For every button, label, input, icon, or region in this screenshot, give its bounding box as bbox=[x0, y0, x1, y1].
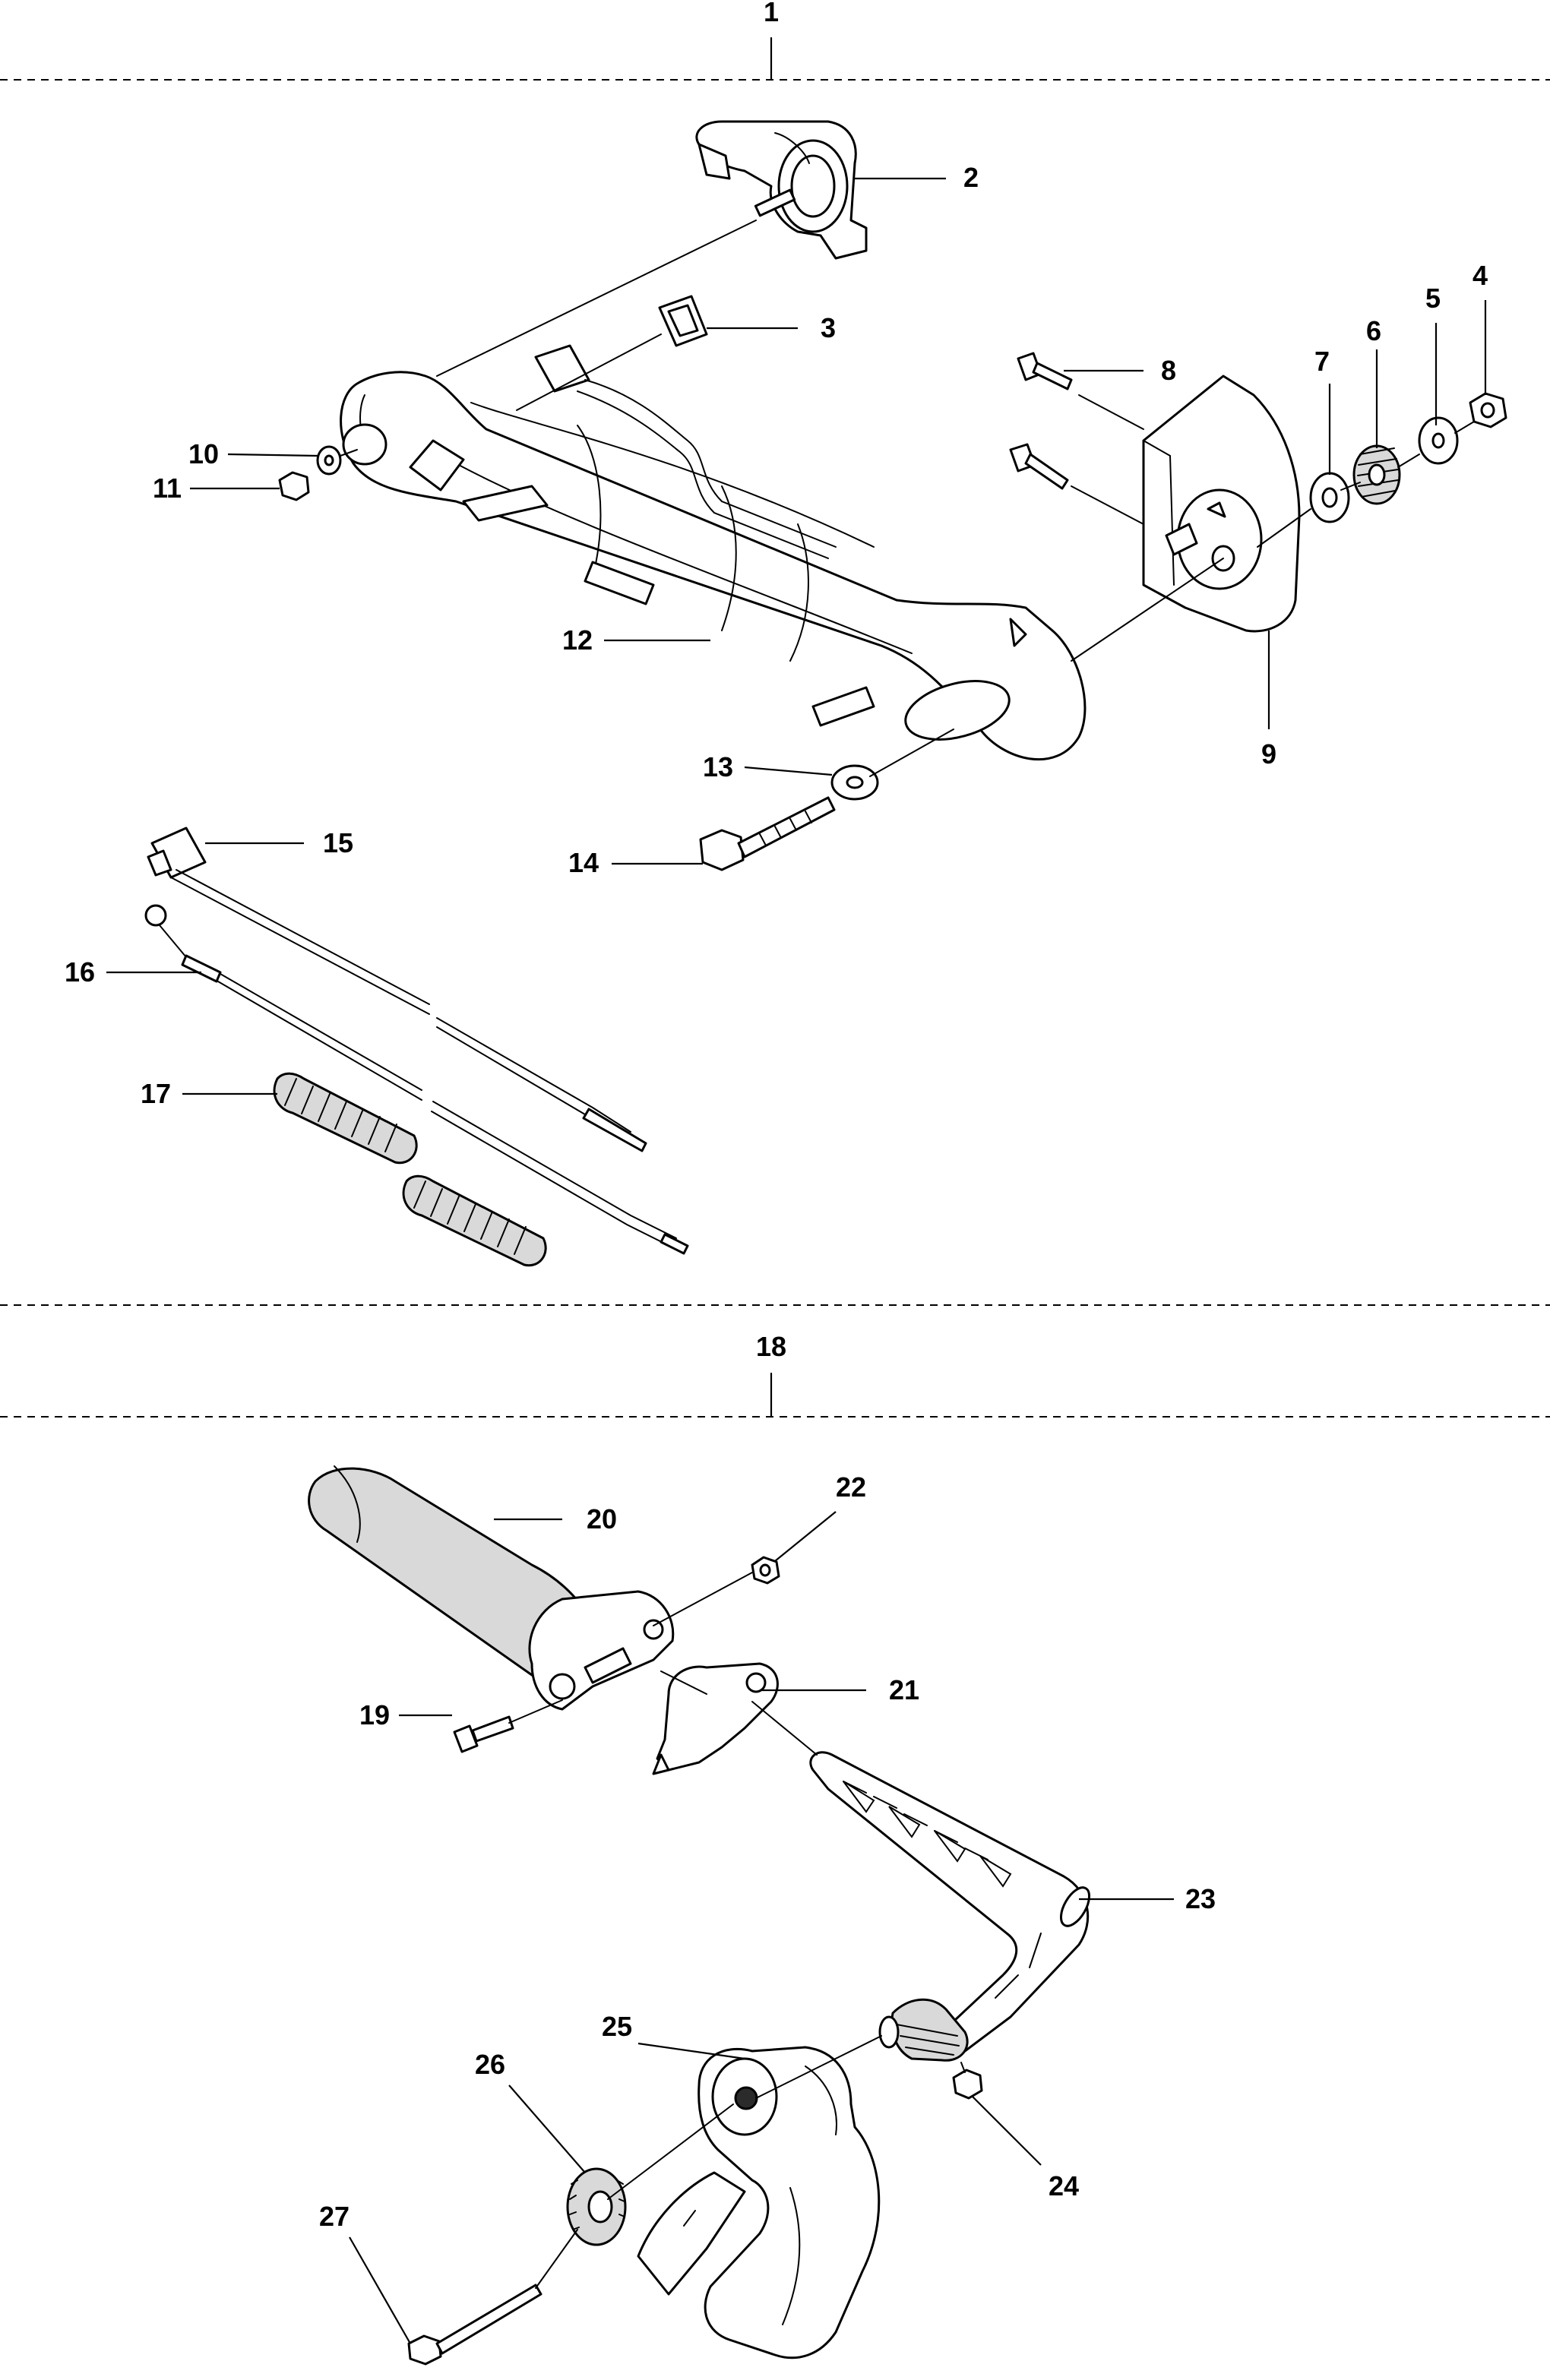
part-12-handle-arm bbox=[340, 371, 1087, 761]
leader-lines bbox=[106, 177, 1487, 2344]
callout-10: 10 bbox=[188, 438, 219, 469]
part-8-bolt-a bbox=[1017, 352, 1073, 390]
part-9-bracket bbox=[1142, 375, 1301, 633]
callout-14: 14 bbox=[568, 847, 599, 878]
assembly-lines-lower bbox=[508, 1572, 966, 2289]
callout-24: 24 bbox=[1049, 2170, 1079, 2201]
part-21-lever bbox=[652, 1662, 779, 1775]
callout-8: 8 bbox=[1161, 355, 1176, 386]
part-6-spring bbox=[1352, 444, 1401, 505]
callout-19: 19 bbox=[359, 1699, 390, 1730]
part-3-block bbox=[658, 295, 708, 347]
part-13-washer bbox=[830, 764, 879, 801]
group-separator-1 bbox=[0, 36, 1550, 81]
part-14-bolt bbox=[699, 796, 836, 871]
callout-21: 21 bbox=[889, 1674, 919, 1705]
callout-15: 15 bbox=[323, 827, 353, 858]
callout-23: 23 bbox=[1185, 1883, 1216, 1914]
callout-12: 12 bbox=[562, 624, 593, 656]
callout-4: 4 bbox=[1472, 260, 1488, 291]
part-10-washer bbox=[316, 445, 342, 476]
callout-11: 11 bbox=[153, 473, 182, 504]
part-27-bolt bbox=[407, 2284, 542, 2366]
callout-18: 18 bbox=[756, 1331, 786, 1362]
part-5-washer bbox=[1418, 416, 1459, 465]
part-26-knob bbox=[566, 2167, 627, 2246]
callout-13: 13 bbox=[703, 751, 733, 782]
callout-3: 3 bbox=[821, 312, 836, 343]
part-2-clamp bbox=[695, 120, 868, 260]
part-11-nut bbox=[278, 471, 310, 501]
callout-9: 9 bbox=[1261, 738, 1276, 770]
part-20-grip bbox=[308, 1465, 675, 1711]
part-16-cable bbox=[144, 904, 689, 1255]
part-7-washer bbox=[1309, 472, 1350, 523]
part-17-sleeve bbox=[273, 1072, 547, 1267]
part-22-nut bbox=[751, 1556, 780, 1585]
callout-26: 26 bbox=[475, 2049, 505, 2080]
callout-7: 7 bbox=[1314, 346, 1330, 377]
callout-22: 22 bbox=[836, 1471, 866, 1503]
part-19-screw bbox=[453, 1715, 514, 1753]
part-25-clamp bbox=[637, 2046, 881, 2359]
callout-5: 5 bbox=[1425, 283, 1441, 314]
group-separator-18 bbox=[0, 1372, 1550, 1418]
callout-labels: 1 2 3 4 5 6 7 8 9 10 11 12 13 14 15 16 1… bbox=[65, 0, 1488, 2232]
part-4-nut bbox=[1469, 392, 1507, 428]
part-15-cable bbox=[147, 827, 647, 1152]
assembly-lines-upper bbox=[340, 220, 1475, 777]
callout-1: 1 bbox=[764, 0, 779, 27]
callout-2: 2 bbox=[963, 162, 979, 193]
callout-6: 6 bbox=[1366, 315, 1381, 346]
callout-17: 17 bbox=[141, 1078, 171, 1109]
callout-16: 16 bbox=[65, 956, 95, 988]
callout-25: 25 bbox=[602, 2011, 632, 2042]
callout-20: 20 bbox=[587, 1503, 617, 1535]
part-23-loop-handle bbox=[809, 1751, 1091, 2062]
part-8-bolt-b bbox=[1009, 443, 1069, 490]
callout-27: 27 bbox=[319, 2201, 350, 2232]
part-24-nut bbox=[952, 2069, 983, 2100]
